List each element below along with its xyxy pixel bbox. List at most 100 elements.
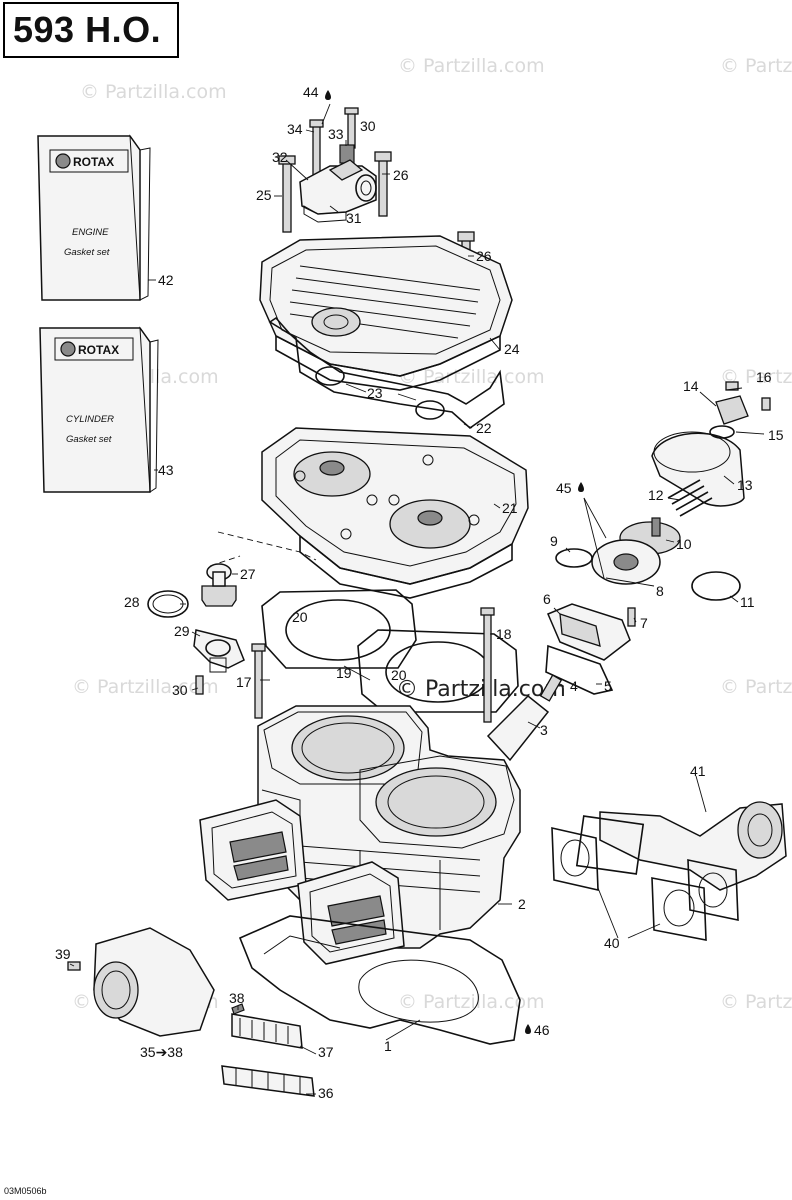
callout: 6 xyxy=(543,591,551,607)
callout: 44 xyxy=(303,84,319,100)
booklet-title: ENGINE xyxy=(72,227,109,238)
reed-37 xyxy=(231,1013,303,1049)
booklet-brand: ROTAX xyxy=(73,155,114,169)
callout-labels: 44 34 33 30 32 25 26 31 26 24 23 22 21 1… xyxy=(55,84,784,1101)
booklet-title: CYLINDER xyxy=(66,414,114,425)
callout: 36 xyxy=(318,1085,334,1101)
callout: 34 xyxy=(287,121,303,137)
callout: 38 xyxy=(229,990,245,1006)
gasket-5 xyxy=(545,644,614,695)
watermark: © Partzilla.com xyxy=(398,55,545,77)
stud-18 xyxy=(483,611,492,723)
carb-adaptor-and-reeds xyxy=(67,927,315,1097)
callout: 20 xyxy=(391,667,407,683)
callout: 33 xyxy=(328,126,344,142)
screw-16a xyxy=(725,381,739,391)
screw-7 xyxy=(627,607,636,627)
diagram-title: 593 H.O. xyxy=(3,2,179,58)
booklet-brand: ROTAX xyxy=(78,343,119,357)
watermark: © Partzilla.com xyxy=(72,676,219,698)
watermark: © Partzilla.com xyxy=(398,991,545,1013)
bolt-25 xyxy=(282,159,292,233)
watermark: © Partzilla.com xyxy=(720,676,792,698)
engine-gasket-set-booklet: ROTAX ENGINE Gasket set 42 xyxy=(37,134,174,301)
base-gasket xyxy=(238,915,521,1045)
callout: 20 xyxy=(292,609,308,625)
callout-43: 43 xyxy=(158,462,174,478)
callout: 26 xyxy=(393,167,409,183)
gasket-40b xyxy=(651,877,707,941)
watermark: © Partzilla.com xyxy=(720,55,792,77)
fitting-14 xyxy=(715,395,749,425)
callout: 46 xyxy=(534,1022,550,1038)
oil-pump-parts xyxy=(486,603,636,762)
callout: 32 xyxy=(272,149,288,165)
callout: 15 xyxy=(768,427,784,443)
callout: 4 xyxy=(570,678,578,694)
callout: 30 xyxy=(172,682,188,698)
callout: 30 xyxy=(360,118,376,134)
gasket-40a xyxy=(551,826,599,892)
callout: 5 xyxy=(604,678,612,694)
gear-3 xyxy=(486,694,550,762)
booklet-subtitle: Gasket set xyxy=(64,247,110,258)
intake-manifold xyxy=(551,801,787,941)
rotary-valve-cover-parts xyxy=(555,381,771,601)
watermark: © Partzilla.com xyxy=(80,81,227,103)
oil-drop-icon xyxy=(578,482,584,492)
callout: 23 xyxy=(367,385,383,401)
leader-lines xyxy=(69,103,765,1095)
rotax-logo-icon xyxy=(55,153,71,169)
callout: 45 xyxy=(556,480,572,496)
screw-16b xyxy=(761,397,771,411)
callout: 11 xyxy=(740,594,755,610)
seal-4 xyxy=(539,674,563,702)
callout: 8 xyxy=(656,583,664,599)
cover-13 xyxy=(651,432,745,507)
callout: 16 xyxy=(756,369,772,385)
watermark: © Partzilla.com xyxy=(398,366,545,388)
callout: 3 xyxy=(540,722,548,738)
callout: 1 xyxy=(384,1038,392,1054)
plug-33 xyxy=(339,144,355,164)
callout: 26 xyxy=(476,248,492,264)
spring-12 xyxy=(667,479,713,517)
cover-gaskets xyxy=(268,316,505,430)
callout: 21 xyxy=(502,500,518,516)
callout: 35➔38 xyxy=(140,1044,183,1060)
callout: 40 xyxy=(604,935,620,951)
callout: 28 xyxy=(124,594,140,610)
callout: 19 xyxy=(336,665,352,681)
callout: 9 xyxy=(550,533,558,549)
callout: 29 xyxy=(174,623,190,639)
water-outlet-assembly xyxy=(278,107,475,289)
callout-42: 42 xyxy=(158,272,174,288)
o-ring-11 xyxy=(691,571,741,601)
callout: 27 xyxy=(240,566,256,582)
diagram-code: 03M0506b xyxy=(4,1186,47,1196)
thermostat-parts xyxy=(147,563,245,695)
screw-30b xyxy=(195,675,204,695)
thermostat-27 xyxy=(201,585,237,607)
o-ring-9 xyxy=(555,548,593,568)
callout: 10 xyxy=(676,536,692,552)
oil-drop-icon xyxy=(525,1024,531,1034)
callout: 17 xyxy=(236,674,252,690)
booklet-subtitle: Gasket set xyxy=(66,434,112,445)
o-ring-15 xyxy=(709,425,735,439)
callout: 7 xyxy=(640,615,648,631)
rotax-logo-icon xyxy=(60,341,76,357)
callout: 37 xyxy=(318,1044,334,1060)
stud-17 xyxy=(254,647,263,719)
oil-drop-icon xyxy=(325,90,331,100)
watermark: © Partzilla.com xyxy=(720,991,792,1013)
callout: 14 xyxy=(683,378,699,394)
callout: 18 xyxy=(496,626,512,642)
reed-valve-housings xyxy=(199,799,405,965)
callout: 31 xyxy=(346,210,362,226)
cylinder-gasket-set-booklet: ROTAX CYLINDER Gasket set 43 xyxy=(39,326,174,493)
callout: 41 xyxy=(690,763,706,779)
housing-29 xyxy=(193,629,245,669)
callout: 22 xyxy=(476,420,492,436)
